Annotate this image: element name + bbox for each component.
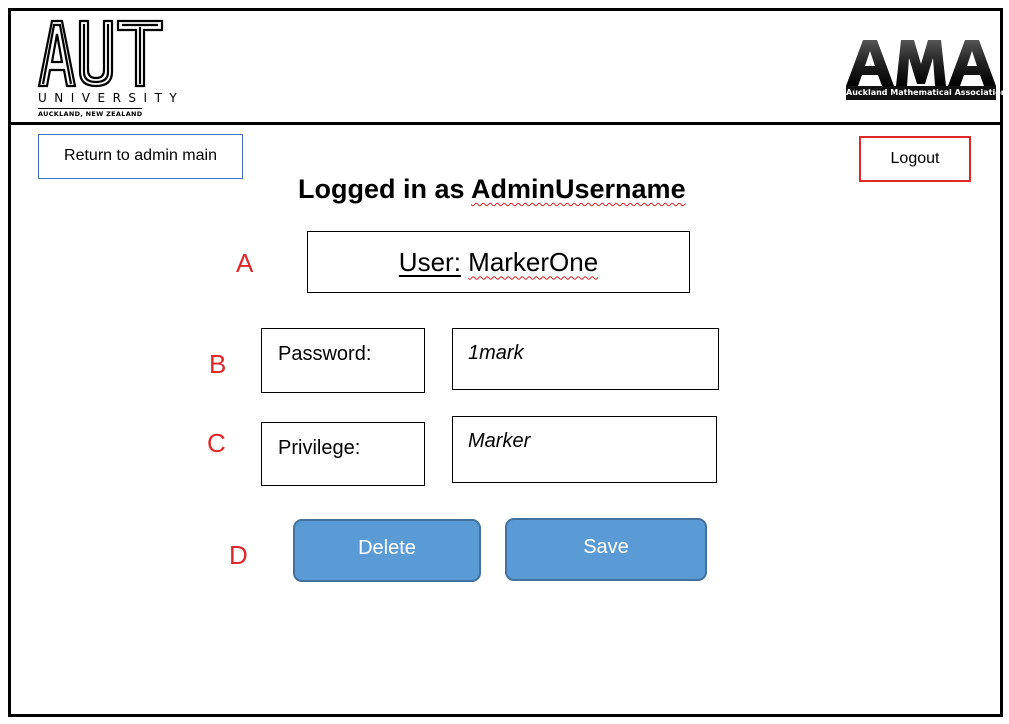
privilege-field[interactable]: Marker: [452, 416, 717, 483]
logout-button[interactable]: Logout: [859, 136, 971, 182]
row-marker-c: C: [207, 428, 226, 458]
ama-logo-letters: [846, 40, 996, 86]
ama-logo-subtitle: Auckland Mathematical Association: [846, 86, 1006, 100]
password-value: 1mark: [468, 342, 524, 364]
user-display: User: MarkerOne: [307, 231, 690, 293]
header-divider: [8, 122, 1003, 125]
privilege-value: Marker: [468, 430, 531, 452]
aut-logo-location: AUCKLAND, NEW ZEALAND: [38, 108, 143, 118]
page-title-prefix: Logged in as: [298, 174, 472, 204]
aut-logo: UNIVERSITY AUCKLAND, NEW ZEALAND: [36, 18, 177, 118]
page-frame: [8, 8, 1003, 717]
delete-button-label: Delete: [358, 537, 416, 559]
ama-logo: Auckland Mathematical Association: [846, 38, 1006, 102]
password-label: Password:: [278, 343, 372, 365]
page-title-username: AdminUsername: [471, 174, 686, 204]
privilege-label-box: Privilege:: [261, 422, 425, 486]
row-marker-b: B: [209, 349, 227, 379]
save-button-label: Save: [583, 536, 629, 558]
save-button[interactable]: Save: [505, 518, 707, 581]
user-name: MarkerOne: [468, 246, 599, 277]
logout-button-label: Logout: [890, 150, 940, 167]
return-to-admin-main-button[interactable]: Return to admin main: [38, 134, 243, 179]
password-label-box: Password:: [261, 328, 425, 393]
return-button-label: Return to admin main: [64, 147, 217, 164]
privilege-label: Privilege:: [278, 437, 361, 459]
user-prefix: User:: [398, 246, 461, 277]
aut-logo-university: UNIVERSITY: [38, 91, 185, 105]
delete-button[interactable]: Delete: [293, 519, 481, 582]
row-marker-a: A: [236, 248, 254, 278]
password-field[interactable]: 1mark: [452, 328, 719, 390]
page-title: Logged in as AdminUsername: [298, 174, 686, 205]
row-marker-d: D: [229, 540, 248, 570]
aut-logo-letters: [37, 19, 164, 88]
